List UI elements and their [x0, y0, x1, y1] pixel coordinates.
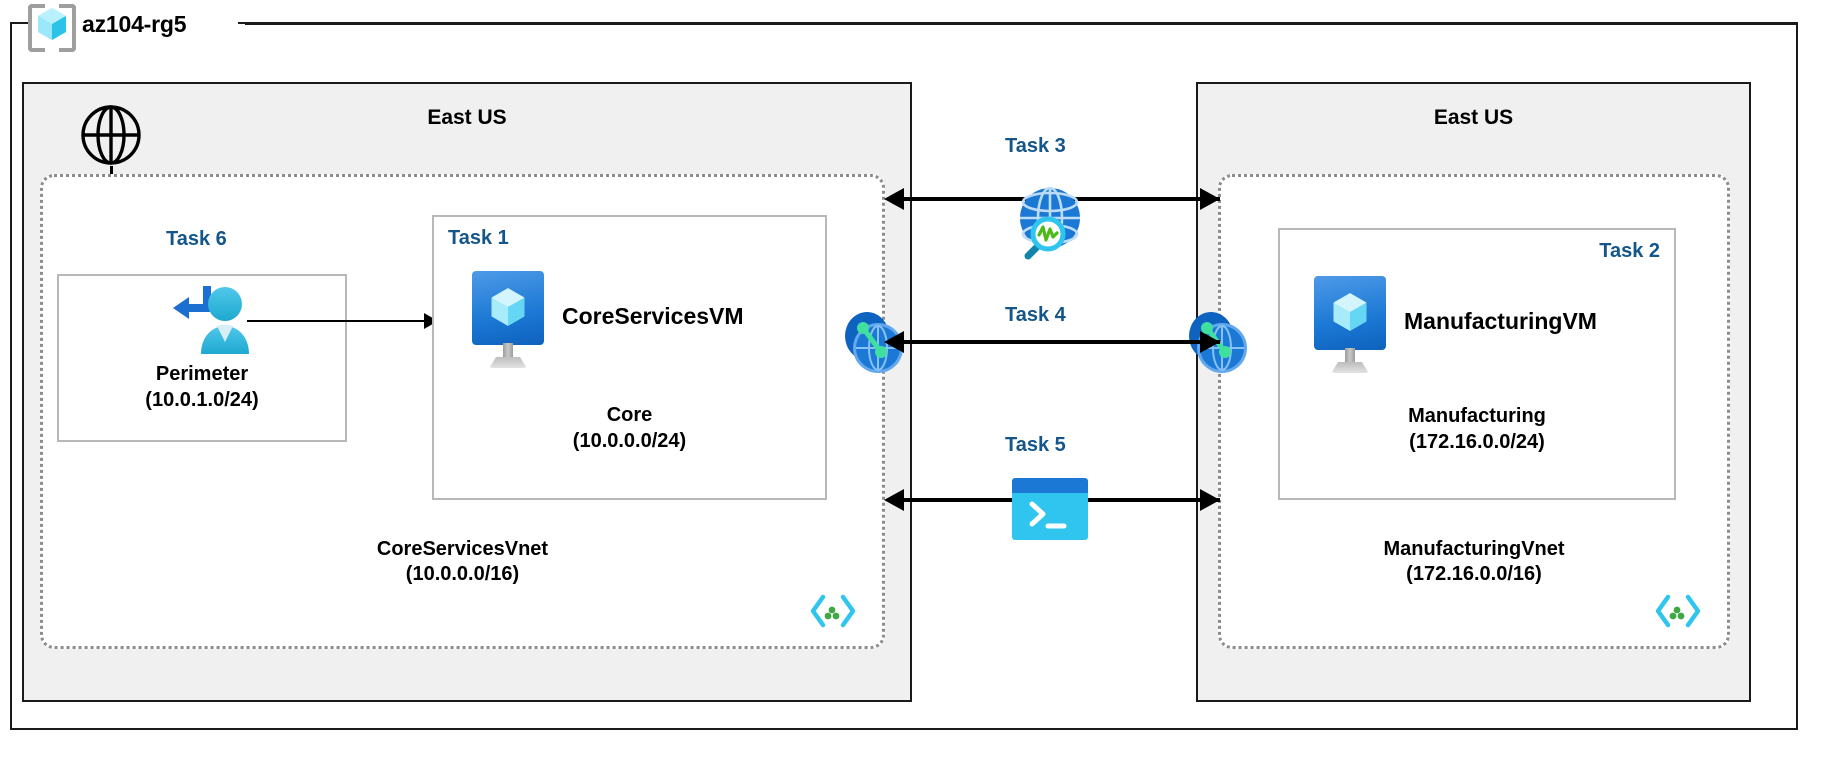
task4-arrowhead-left [884, 331, 904, 353]
task4-arrowhead-right [1200, 331, 1220, 353]
cloud-shell-icon [1012, 478, 1088, 540]
subnet-core: Task 1 CoreServicesVM Core (10.0.0.0/24) [432, 215, 827, 500]
task5-arrowhead-right [1200, 489, 1220, 511]
task-label-2: Task 2 [1599, 240, 1660, 262]
subnet-perimeter: Perimeter (10.0.1.0/24) [57, 274, 347, 442]
subnet-manufacturing-cidr: (172.16.0.0/24) [1409, 431, 1545, 453]
task3-arrowhead-left [884, 188, 904, 210]
task-label-1: Task 1 [448, 227, 509, 249]
resource-group-title: az104-rg5 [82, 10, 187, 37]
virtual-machine-icon-manufacturing [1314, 276, 1386, 376]
vnet-coreservices-name: CoreServicesVnet [376, 538, 549, 560]
task4-connector-line [900, 340, 1220, 344]
task-label-3: Task 3 [1005, 135, 1066, 157]
subnet-core-cidr: (10.0.0.0/24) [572, 430, 687, 452]
vnet-coreservices-cidr: (10.0.0.0/16) [405, 563, 520, 585]
frame-top-line-right [245, 23, 1798, 25]
task-label-6: Task 6 [166, 228, 227, 250]
subnet-perimeter-name: Perimeter [155, 363, 249, 385]
resource-group-header: az104-rg5 [28, 2, 187, 52]
internet-globe-icon [80, 104, 142, 171]
vnet-manufacturing-cidr: (172.16.0.0/16) [1406, 563, 1542, 585]
vm-name-manufacturing: ManufacturingVM [1404, 308, 1597, 334]
vm-name-coreservices: CoreServicesVM [562, 303, 744, 329]
network-watcher-icon [1000, 182, 1088, 275]
region-title-right: East US [1433, 106, 1514, 129]
subnet-core-name: Core [606, 404, 653, 426]
task-label-4: Task 4 [1005, 304, 1066, 326]
subnet-perimeter-cidr: (10.0.1.0/24) [145, 389, 259, 411]
vnet-manufacturing-name: ManufacturingVnet [1383, 538, 1565, 560]
subnet-code-icon-right [1655, 591, 1701, 636]
subnet-code-icon-left [810, 591, 856, 636]
region-title-left: East US [427, 106, 507, 129]
task3-arrowhead-right [1200, 188, 1220, 210]
perimeter-to-core-line [247, 320, 432, 322]
subnet-manufacturing: Task 2 ManufacturingVM Manufacturing (17… [1278, 228, 1676, 500]
virtual-machine-icon-core [472, 271, 544, 371]
user-access-icon [169, 280, 261, 363]
task5-arrowhead-left [884, 489, 904, 511]
resource-group-cube-icon [28, 2, 76, 52]
task-label-5: Task 5 [1005, 434, 1066, 456]
subnet-manufacturing-name: Manufacturing [1408, 405, 1546, 427]
